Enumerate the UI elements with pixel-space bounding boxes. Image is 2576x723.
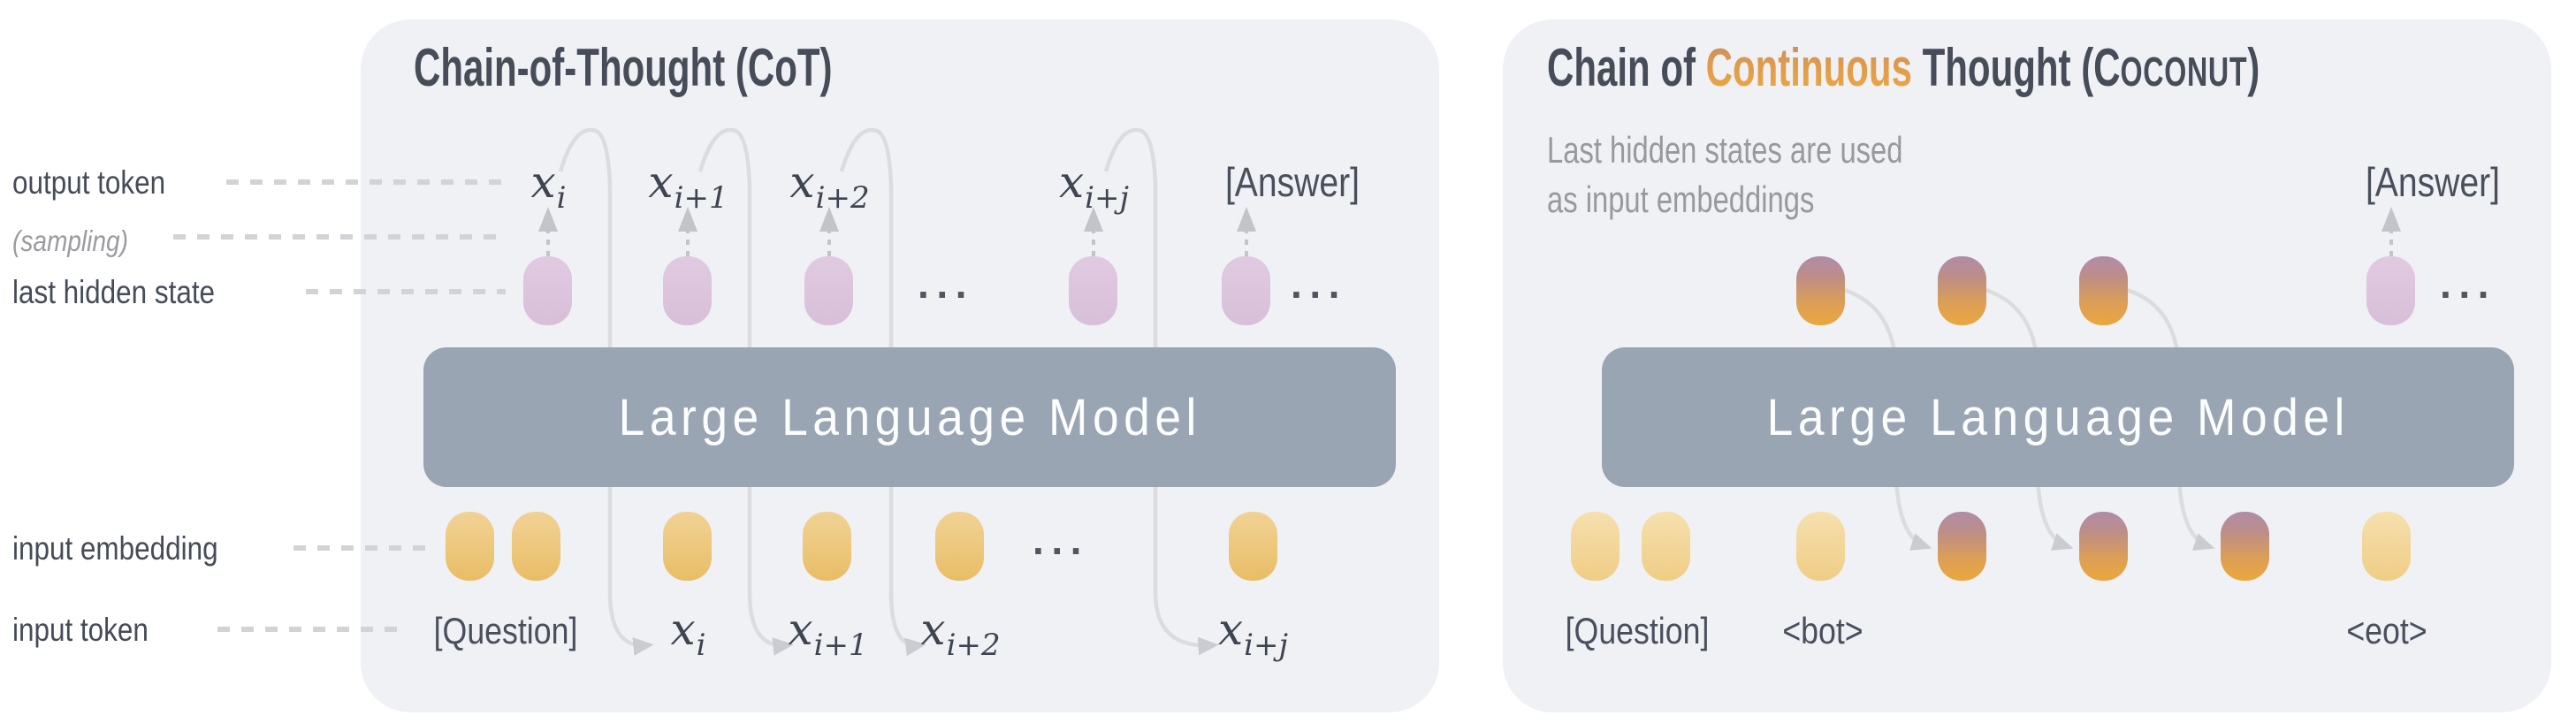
llm-bar-coconut: Large Language Model: [1602, 347, 2514, 487]
llm-bar-label: Large Language Model: [618, 388, 1201, 446]
input-embedding-pill: [663, 512, 712, 581]
sampling-arrows: [538, 207, 2401, 256]
input-embedding-label: input embedding: [12, 530, 218, 567]
hidden-state-pill: [804, 256, 853, 325]
input-embedding-pill: [512, 512, 560, 581]
continuous-thought-input-pill: [2221, 512, 2269, 581]
sampling-label: (sampling): [12, 225, 128, 257]
label-leader-lines: [173, 179, 506, 632]
ellipsis: ···: [2440, 271, 2496, 317]
input-embedding-pill: [1229, 512, 1277, 581]
continuous-thought-pill: [2079, 256, 2128, 325]
output-token-xi: xi: [530, 156, 567, 216]
cot-feedback-loops: [558, 127, 1219, 657]
input-embedding-pill: [1571, 512, 1620, 581]
output-token-xij: xi+j: [1058, 156, 1130, 216]
input-token-xi: xi: [670, 604, 706, 663]
cot-title: Chain-of-Thought (CoT): [414, 38, 833, 97]
output-token-label: output token: [12, 164, 166, 201]
question-token-coconut: [Question]: [1565, 610, 1710, 651]
llm-bar-cot: Large Language Model: [423, 347, 1396, 487]
ellipsis: ···: [918, 271, 974, 317]
continuous-thought-pill: [1938, 256, 1986, 325]
output-token-xi1: xi+1: [648, 156, 728, 216]
question-token-cot: [Question]: [433, 610, 578, 651]
ellipsis: ···: [1033, 528, 1089, 574]
eot-token: <eot>: [2346, 610, 2427, 651]
last-hidden-state-label: last hidden state: [12, 274, 216, 310]
input-token-label: input token: [12, 612, 149, 648]
ellipsis: ···: [1291, 271, 1347, 317]
input-embedding-pill: [1642, 512, 1690, 581]
hidden-state-pill: [1222, 256, 1270, 325]
input-embedding-pill: [935, 512, 984, 581]
coconut-subtitle: Last hidden states are used as input emb…: [1547, 129, 1903, 220]
hidden-state-pill: [2366, 256, 2415, 325]
bot-embedding-pill: [1796, 512, 1845, 581]
continuous-highlight: Continuous: [1705, 38, 1912, 97]
input-token-xij: xi+j: [1217, 604, 1289, 663]
answer-token-coconut: [Answer]: [2365, 159, 2501, 205]
eot-embedding-pill: [2362, 512, 2411, 581]
continuous-thought-input-pill: [2079, 512, 2128, 581]
output-token-xi2: xi+2: [789, 156, 870, 216]
input-embedding-pill: [803, 512, 851, 581]
coconut-title: Chain of Continuous Thought (COCONUT): [1547, 38, 2260, 97]
input-token-xi2: xi+2: [920, 604, 1001, 663]
input-token-xi1: xi+1: [788, 604, 868, 663]
input-embedding-pill: [446, 512, 494, 581]
answer-token-cot: [Answer]: [1224, 159, 1360, 205]
continuous-thought-pill: [1796, 256, 1845, 325]
hidden-state-pill: [663, 256, 712, 325]
hidden-state-pill: [1069, 256, 1117, 325]
continuous-thought-input-pill: [1938, 512, 1986, 581]
hidden-state-pill: [523, 256, 572, 325]
bot-token: <bot>: [1782, 610, 1863, 651]
llm-bar-label: Large Language Model: [1766, 388, 2350, 446]
